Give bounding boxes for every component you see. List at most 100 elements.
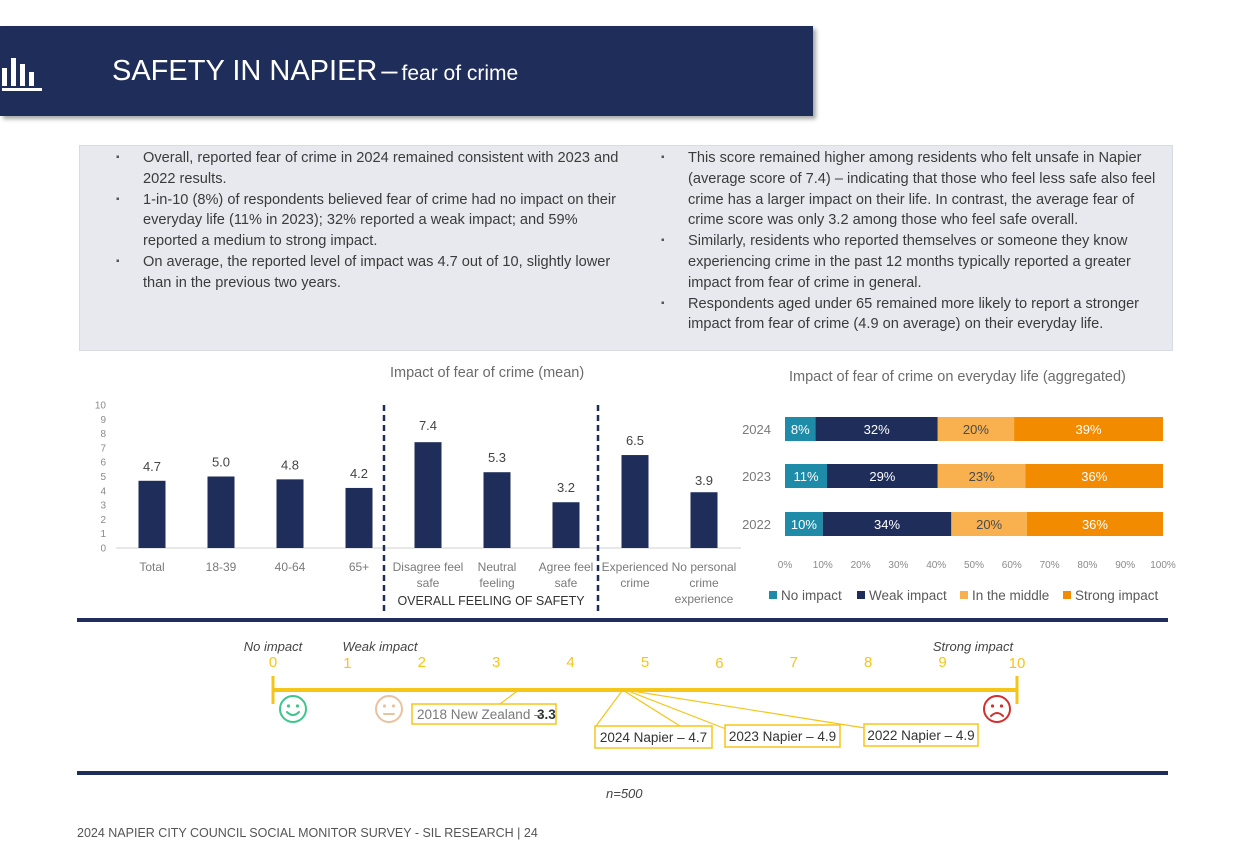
- legend-label: Strong impact: [1075, 588, 1159, 603]
- y-tick-label: 7: [100, 443, 106, 454]
- header-banner: SAFETY IN NAPIER–fear of crime: [0, 26, 813, 116]
- x-tick-label: 40%: [926, 560, 946, 571]
- bar: [483, 472, 511, 548]
- segment-label: 34%: [874, 517, 900, 532]
- page-title: SAFETY IN NAPIER–fear of crime: [112, 55, 518, 88]
- stacked-segment: [1026, 512, 1163, 536]
- bar: [690, 492, 718, 548]
- scale-tick-label: 8: [864, 654, 872, 671]
- stacked-segment: [951, 512, 1027, 536]
- scale-tick-label: 9: [938, 654, 946, 671]
- x-tick-label: 10%: [813, 560, 833, 571]
- y-tick-label: 2: [100, 515, 106, 526]
- y-tick-label: 10: [95, 401, 107, 412]
- y-tick-label: 1: [100, 529, 106, 540]
- marker-label: 2022 Napier – 4.9: [867, 728, 974, 743]
- data-label: 3.2: [557, 480, 575, 495]
- category-label: 40-64: [275, 560, 306, 574]
- scale-tick-label: 3: [492, 654, 500, 671]
- category-label: Agree feel: [539, 560, 594, 574]
- category-label: safe: [417, 576, 440, 590]
- legend-swatch: [857, 591, 865, 599]
- category-label: 2023: [742, 469, 771, 484]
- summary-bullet: 1-in-10 (8%) of respondents believed fea…: [80, 190, 620, 252]
- segment-label: 8%: [791, 422, 810, 437]
- bar: [621, 455, 649, 548]
- bar: [138, 480, 166, 548]
- stacked-segment: [827, 464, 938, 488]
- segment-label: 29%: [869, 469, 895, 484]
- scale-low-label: No impact: [244, 639, 304, 654]
- summary-box: Overall, reported fear of crime in 2024 …: [79, 145, 1173, 351]
- y-tick-label: 3: [100, 501, 106, 512]
- bar-chart-title: Impact of fear of crime (mean): [390, 365, 585, 381]
- title-subtitle: fear of crime: [401, 62, 519, 85]
- summary-bullet: On average, the reported level of impact…: [80, 252, 620, 294]
- marker-box: [411, 703, 557, 725]
- category-label: crime: [620, 576, 650, 590]
- bar: [552, 502, 580, 548]
- summary-bullet: Overall, reported fear of crime in 2024 …: [80, 148, 620, 190]
- bar-chart-icon: [2, 58, 42, 91]
- divider-line-top: [77, 618, 1168, 622]
- stacked-chart-title: Impact of fear of crime on everyday life…: [789, 369, 1126, 385]
- summary-left-list: Overall, reported fear of crime in 2024 …: [80, 148, 620, 294]
- face-eye: [391, 704, 396, 708]
- category-label: crime: [689, 576, 719, 590]
- marker-connector: [499, 689, 519, 705]
- x-tick-label: 20%: [851, 560, 871, 571]
- summary-bullet: Similarly, residents who reported themse…: [625, 231, 1170, 293]
- segment-label: 36%: [1081, 469, 1107, 484]
- face-outline: [375, 695, 403, 723]
- stacked-segment: [1025, 464, 1163, 488]
- category-label: 2022: [742, 517, 771, 532]
- segment-label: 23%: [969, 469, 995, 484]
- marker-connector: [622, 689, 681, 727]
- data-label: 3.9: [695, 473, 713, 488]
- face-eye: [999, 704, 1004, 708]
- segment-label: 10%: [791, 517, 817, 532]
- bar: [207, 476, 235, 548]
- title-dash: –: [381, 55, 398, 87]
- bar: [345, 487, 373, 548]
- category-label: Total: [139, 560, 164, 574]
- category-label: Disagree feel: [393, 560, 464, 574]
- scale-tick-label: 1: [343, 655, 351, 672]
- y-tick-label: 5: [100, 472, 106, 483]
- face-eye: [382, 704, 387, 708]
- x-tick-label: 100%: [1150, 560, 1176, 571]
- bar: [414, 442, 442, 548]
- sad-face-icon: [983, 695, 1011, 723]
- legend-label: Weak impact: [869, 588, 947, 603]
- summary-bullet: This score remained higher among residen…: [625, 148, 1170, 231]
- category-label: Neutral: [478, 560, 517, 574]
- happy-face-icon: [279, 695, 307, 723]
- stacked-segment: [937, 464, 1026, 488]
- data-label: 7.4: [419, 418, 437, 433]
- category-label: 18-39: [206, 560, 237, 574]
- marker-connector: [595, 689, 624, 727]
- neutral-face-icon: [375, 695, 403, 723]
- scale-tick-label: 0: [269, 654, 277, 671]
- category-label: No personal: [672, 560, 737, 574]
- segment-label: 20%: [963, 422, 989, 437]
- x-tick-label: 70%: [1040, 560, 1060, 571]
- x-tick-label: 30%: [888, 560, 908, 571]
- data-label: 4.2: [350, 466, 368, 481]
- stacked-segment: [785, 512, 823, 536]
- scale-tick-label: 4: [566, 654, 574, 671]
- x-tick-label: 50%: [964, 560, 984, 571]
- marker-value: 3.3: [537, 707, 556, 722]
- scale-tick-label: 5: [641, 654, 649, 671]
- scale-tick-label: 7: [790, 654, 798, 671]
- y-tick-label: 4: [100, 486, 106, 497]
- marker-box: [594, 725, 713, 749]
- summary-right-list: This score remained higher among residen…: [625, 148, 1170, 335]
- marker-connector: [625, 689, 866, 729]
- legend-swatch: [960, 591, 968, 599]
- face-eye: [295, 704, 300, 708]
- marker-label: 2024 Napier – 4.7: [600, 730, 707, 745]
- stacked-segment: [785, 417, 816, 441]
